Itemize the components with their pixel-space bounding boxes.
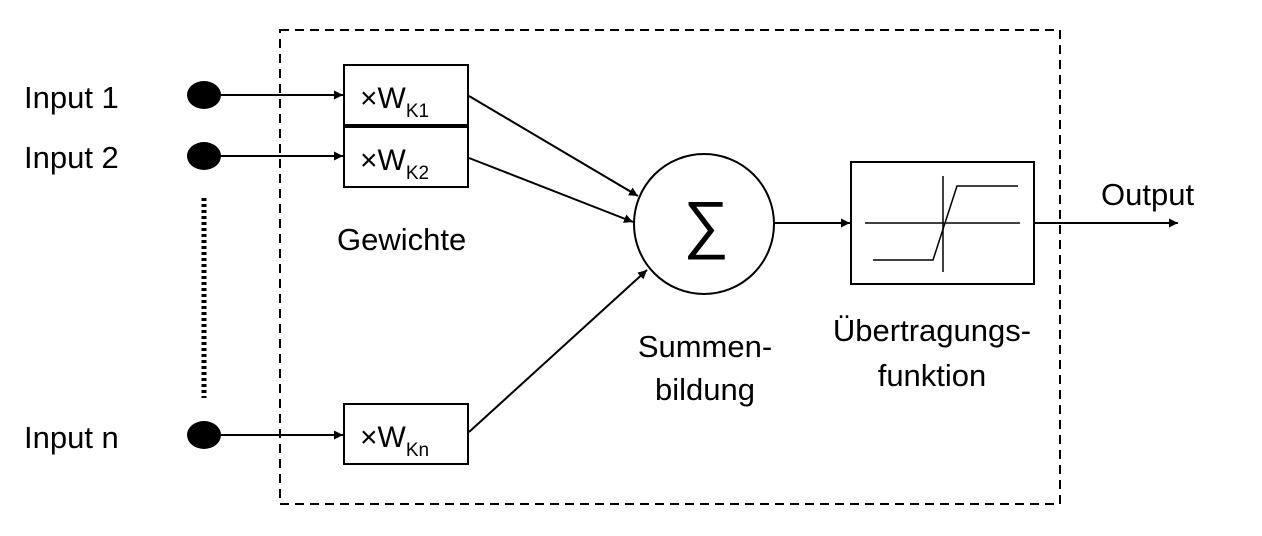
transfer-label-line1: Übertragungs- — [833, 313, 1031, 348]
weight-1-to-sum-arrow — [468, 95, 639, 197]
input-n-node — [187, 421, 221, 449]
sigma-symbol: ∑ — [683, 188, 729, 260]
weight-2-to-sum-arrow — [468, 157, 634, 223]
weight-n-subscript: Kn — [406, 440, 429, 461]
transfer-label-line2: funktion — [878, 358, 987, 393]
output-label: Output — [1101, 177, 1194, 212]
weight-box-1: ×WK1 — [343, 64, 469, 126]
input-n-label: Input n — [24, 420, 119, 455]
summation-label-line1: Summen- — [638, 329, 772, 364]
input-2-label: Input 2 — [24, 140, 119, 175]
weight-box-2: ×WK2 — [343, 126, 469, 188]
input-1-label: Input 1 — [24, 80, 119, 115]
transfer-curve — [873, 185, 1018, 261]
summation-label-line2: bildung — [655, 372, 755, 407]
summation-node: ∑ — [633, 153, 775, 295]
input-1-node — [187, 81, 221, 109]
svg-text:×WK2: ×WK2 — [360, 144, 429, 184]
weights-label: Gewichte — [337, 222, 466, 257]
weight-1-label: ×W — [360, 82, 407, 115]
weight-2-label: ×W — [360, 144, 407, 177]
weight-box-n: ×WKn — [343, 403, 469, 465]
weight-n-to-sum-arrow — [468, 269, 648, 433]
weight-n-label: ×W — [360, 421, 407, 454]
svg-text:×WKn: ×WKn — [360, 421, 429, 461]
weight-1-subscript: K1 — [406, 101, 429, 122]
weight-2-subscript: K2 — [406, 163, 429, 184]
transfer-function-box — [850, 161, 1035, 285]
input-2-node — [187, 142, 221, 170]
svg-text:×WK1: ×WK1 — [360, 82, 429, 122]
neuron-boundary — [279, 29, 1061, 505]
